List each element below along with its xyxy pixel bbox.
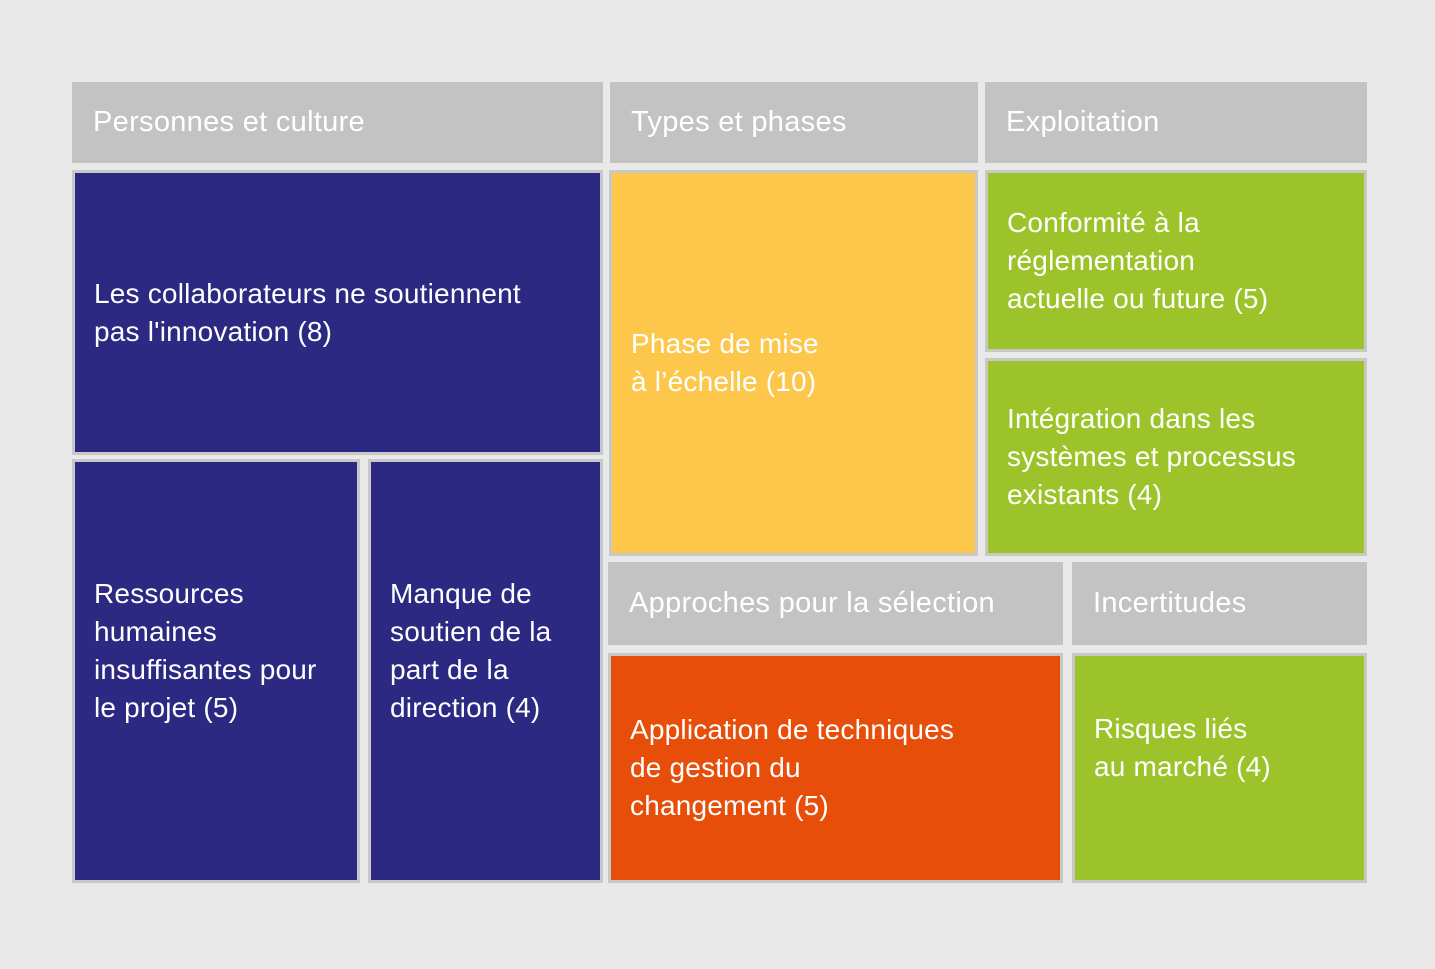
header-label: Approches pour la sélection (629, 587, 995, 619)
treemap-tile-gestion-changement: Application de techniques de gestion du … (608, 653, 1063, 883)
header-label: Incertitudes (1093, 587, 1247, 619)
treemap-header-types-et-phases: Types et phases (610, 82, 978, 163)
tile-label: Conformité à la réglementation actuelle … (1007, 207, 1269, 314)
header-label: Types et phases (631, 106, 847, 138)
treemap-tile-integration-systemes: Intégration dans les systèmes et process… (985, 358, 1367, 556)
tile-label: Les collaborateurs ne soutiennent pas l'… (94, 277, 521, 347)
treemap-header-approches-selection: Approches pour la sélection (608, 562, 1063, 645)
treemap-tile-collaborateurs-innovation: Les collaborateurs ne soutiennent pas l'… (72, 170, 603, 455)
treemap-tile-conformite-reglementation: Conformité à la réglementation actuelle … (985, 170, 1367, 352)
treemap-tile-phase-mise-a-echelle: Phase de mise à l’échelle (10) (609, 170, 978, 556)
treemap-header-exploitation: Exploitation (985, 82, 1367, 163)
treemap-tile-risques-marche: Risques liés au marché (4) (1072, 653, 1367, 883)
tile-label: Intégration dans les systèmes et process… (1007, 403, 1296, 510)
treemap-header-incertitudes: Incertitudes (1072, 562, 1367, 645)
tile-label: Phase de mise à l’échelle (10) (631, 328, 819, 397)
tile-label: Manque de soutien de la part de la direc… (390, 578, 552, 723)
header-label: Personnes et culture (93, 106, 365, 138)
header-label: Exploitation (1006, 106, 1160, 138)
treemap-header-personnes-et-culture: Personnes et culture (72, 82, 603, 163)
tile-label: Risques liés au marché (4) (1094, 713, 1271, 782)
tile-label: Application de techniques de gestion du … (630, 714, 955, 821)
treemap-tile-manque-soutien-direction: Manque de soutien de la part de la direc… (368, 459, 603, 883)
tile-label: Ressources humaines insuffisantes pour l… (94, 578, 317, 723)
treemap-tile-ressources-humaines: Ressources humaines insuffisantes pour l… (72, 459, 360, 883)
